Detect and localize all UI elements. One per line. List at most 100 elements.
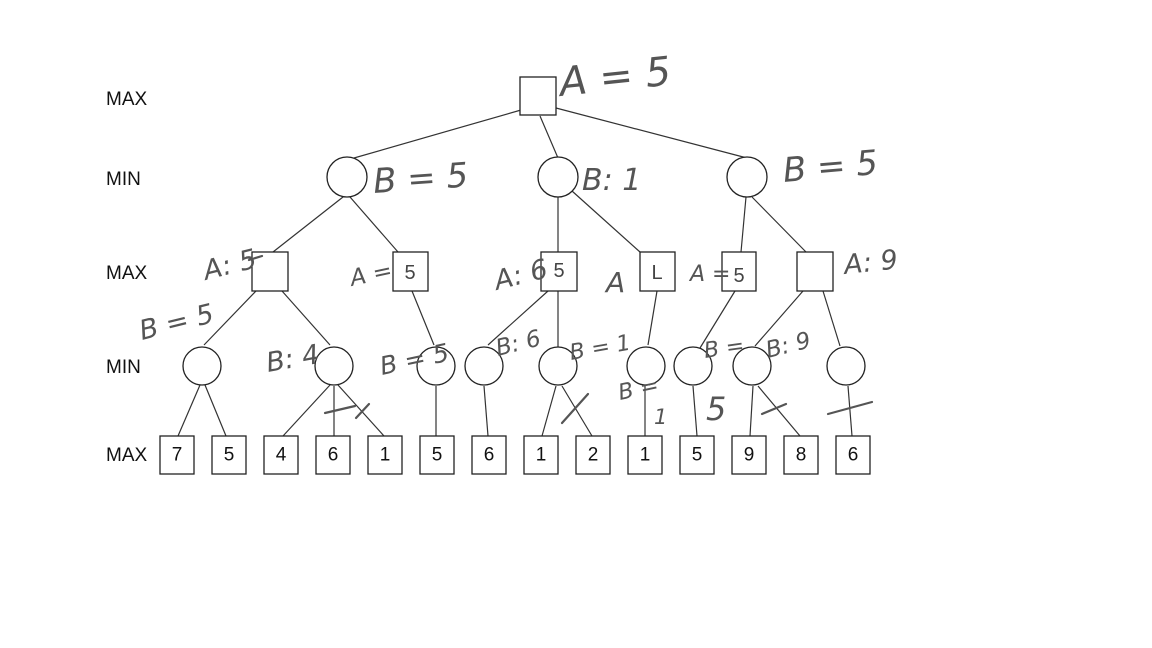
leaf-node-11 bbox=[679, 435, 715, 475]
edge bbox=[571, 190, 641, 253]
edge bbox=[177, 384, 201, 437]
leaf-node-10 bbox=[627, 435, 663, 475]
leaf-value-6: 5 bbox=[432, 445, 443, 466]
min-node-3-6 bbox=[626, 346, 666, 386]
tree-edges bbox=[177, 107, 853, 437]
leaf-value-8: 1 bbox=[536, 445, 547, 466]
hand-strike-mark bbox=[760, 402, 788, 416]
edge bbox=[204, 384, 227, 437]
max-node-2-d bbox=[639, 251, 676, 292]
annotation-min1-left: B = 5 bbox=[372, 155, 470, 202]
edge bbox=[203, 290, 257, 346]
annotation-min3-6-below-value: 1 bbox=[654, 405, 667, 429]
min-node-3-2 bbox=[314, 346, 354, 386]
hand-strike-mark bbox=[247, 254, 264, 262]
edge bbox=[483, 385, 489, 437]
leaf-value-10: 1 bbox=[640, 445, 651, 466]
leaf-value-5: 1 bbox=[380, 445, 391, 466]
edge bbox=[337, 384, 385, 437]
annotation-min3-1: B = 5 bbox=[136, 298, 217, 346]
leaf-value-1: 7 bbox=[172, 445, 183, 466]
level-label-3: MIN bbox=[106, 357, 141, 378]
leaf-value-4: 6 bbox=[328, 445, 339, 466]
min-node-1-center bbox=[537, 156, 579, 198]
min-node-3-4 bbox=[464, 346, 504, 386]
leaf-value-13: 8 bbox=[796, 445, 807, 466]
annotation-max2-mid-left: A = bbox=[346, 258, 395, 293]
level-label-1: MIN bbox=[106, 169, 141, 190]
edge bbox=[555, 107, 748, 159]
edge bbox=[699, 290, 736, 349]
edge bbox=[847, 385, 853, 437]
annotation-max2-left: A: 5 bbox=[198, 244, 260, 288]
max-node-2-f bbox=[796, 251, 834, 292]
annotation-min3-5: B: 6 bbox=[493, 326, 543, 362]
min-level-1 bbox=[326, 156, 768, 198]
edge bbox=[561, 385, 593, 437]
min-node-1-left bbox=[326, 156, 368, 198]
edge bbox=[740, 196, 747, 253]
leaf-node-5 bbox=[367, 435, 403, 475]
annotation-min1-center: B: 1 bbox=[582, 163, 641, 198]
edge bbox=[281, 290, 331, 346]
leaf-node-3 bbox=[263, 435, 299, 475]
min-node-3-1 bbox=[182, 346, 222, 386]
edge bbox=[692, 385, 698, 437]
leaf-node-1 bbox=[159, 435, 195, 475]
annotation-max2-right-left: A = bbox=[688, 262, 730, 287]
min-level-3 bbox=[182, 346, 866, 386]
edge bbox=[346, 109, 522, 161]
annotation-min3-8: B: 9 bbox=[763, 328, 813, 364]
leaf-node-12 bbox=[731, 435, 767, 475]
leaf-node-14 bbox=[835, 435, 871, 475]
handwritten-annotations: A = 5 B = 5 B: 1 B = 5 A: 5 A = A: 6 A A… bbox=[136, 49, 899, 429]
leaf-value-14: 6 bbox=[848, 445, 859, 466]
min-node-3-5 bbox=[538, 346, 578, 386]
edge bbox=[754, 290, 804, 347]
edge bbox=[749, 385, 754, 437]
max-node-2-c bbox=[540, 251, 578, 292]
annotation-min3-2: B: 4 bbox=[264, 339, 322, 379]
annotation-max2-center-right: A bbox=[604, 266, 625, 299]
min-node-3-8 bbox=[732, 346, 772, 386]
edge bbox=[282, 384, 331, 437]
annotation-min3-7-below: 5 bbox=[706, 390, 726, 428]
max-node-2-a bbox=[251, 251, 289, 292]
min-node-3-7 bbox=[673, 346, 713, 386]
annotation-max2-right: A: 9 bbox=[841, 245, 900, 282]
max-node-2-e-value: 5 bbox=[733, 265, 744, 287]
edge bbox=[349, 196, 399, 253]
hand-strike-mark bbox=[560, 392, 590, 425]
leaf-node-6 bbox=[419, 435, 455, 475]
annotation-min1-right: B = 5 bbox=[781, 143, 879, 191]
edge bbox=[757, 385, 801, 437]
leaf-node-2 bbox=[211, 435, 247, 475]
edge bbox=[751, 196, 807, 253]
edge bbox=[647, 290, 658, 346]
max-node-2-e bbox=[721, 251, 757, 292]
annotation-root: A = 5 bbox=[554, 49, 673, 107]
min-node-3-3 bbox=[416, 346, 456, 386]
max-node-2-b bbox=[392, 251, 429, 292]
min-node-1-right bbox=[726, 156, 768, 198]
leaf-value-9: 2 bbox=[588, 445, 599, 466]
max-node-2-d-value: L bbox=[651, 262, 662, 284]
leaf-node-7 bbox=[471, 435, 507, 475]
annotation-min3-7: B = bbox=[702, 334, 746, 364]
root-max-node bbox=[519, 76, 557, 116]
edge bbox=[272, 196, 344, 253]
level-labels: MAX MIN MAX MIN MAX bbox=[106, 89, 148, 466]
edge bbox=[539, 115, 559, 159]
leaf-value-2: 5 bbox=[224, 445, 235, 466]
annotation-min3-6-below: B = bbox=[616, 373, 661, 406]
max-node-2-b-value: 5 bbox=[404, 262, 415, 284]
level-label-4: MAX bbox=[106, 445, 148, 466]
edge bbox=[541, 385, 557, 437]
edge bbox=[822, 290, 841, 347]
leaf-value-11: 5 bbox=[692, 445, 703, 466]
leaf-node-4 bbox=[315, 435, 351, 475]
hand-strike-mark bbox=[354, 402, 371, 420]
leaf-value-12: 9 bbox=[744, 445, 755, 466]
